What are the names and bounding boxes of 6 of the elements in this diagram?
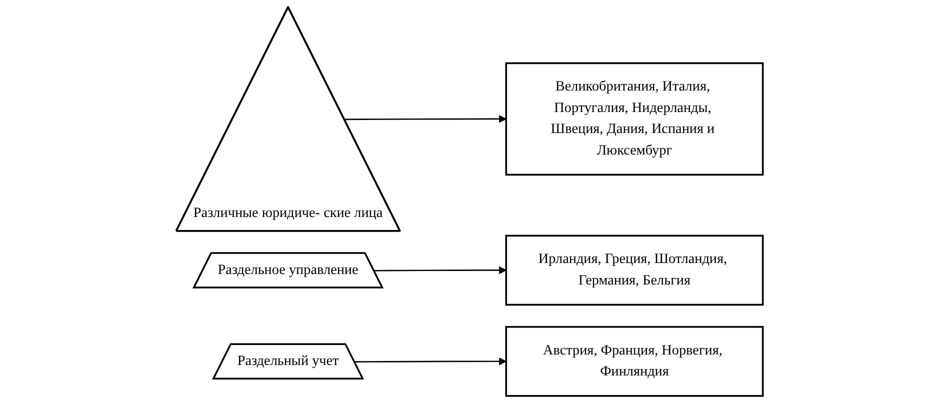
arrow [344,115,506,123]
arrow [374,266,506,274]
node-box: Австрия, Франция, Норвегия, Финляндия [505,326,764,397]
node-box: Великобритания, Италия, Португалия, Нидерланды, Швеция, Дания, Испания и Люксембург [505,62,764,176]
node-box: Ирландия, Греция, Шотландия, Германия, Бельгия [505,234,764,306]
arrow [354,358,506,366]
